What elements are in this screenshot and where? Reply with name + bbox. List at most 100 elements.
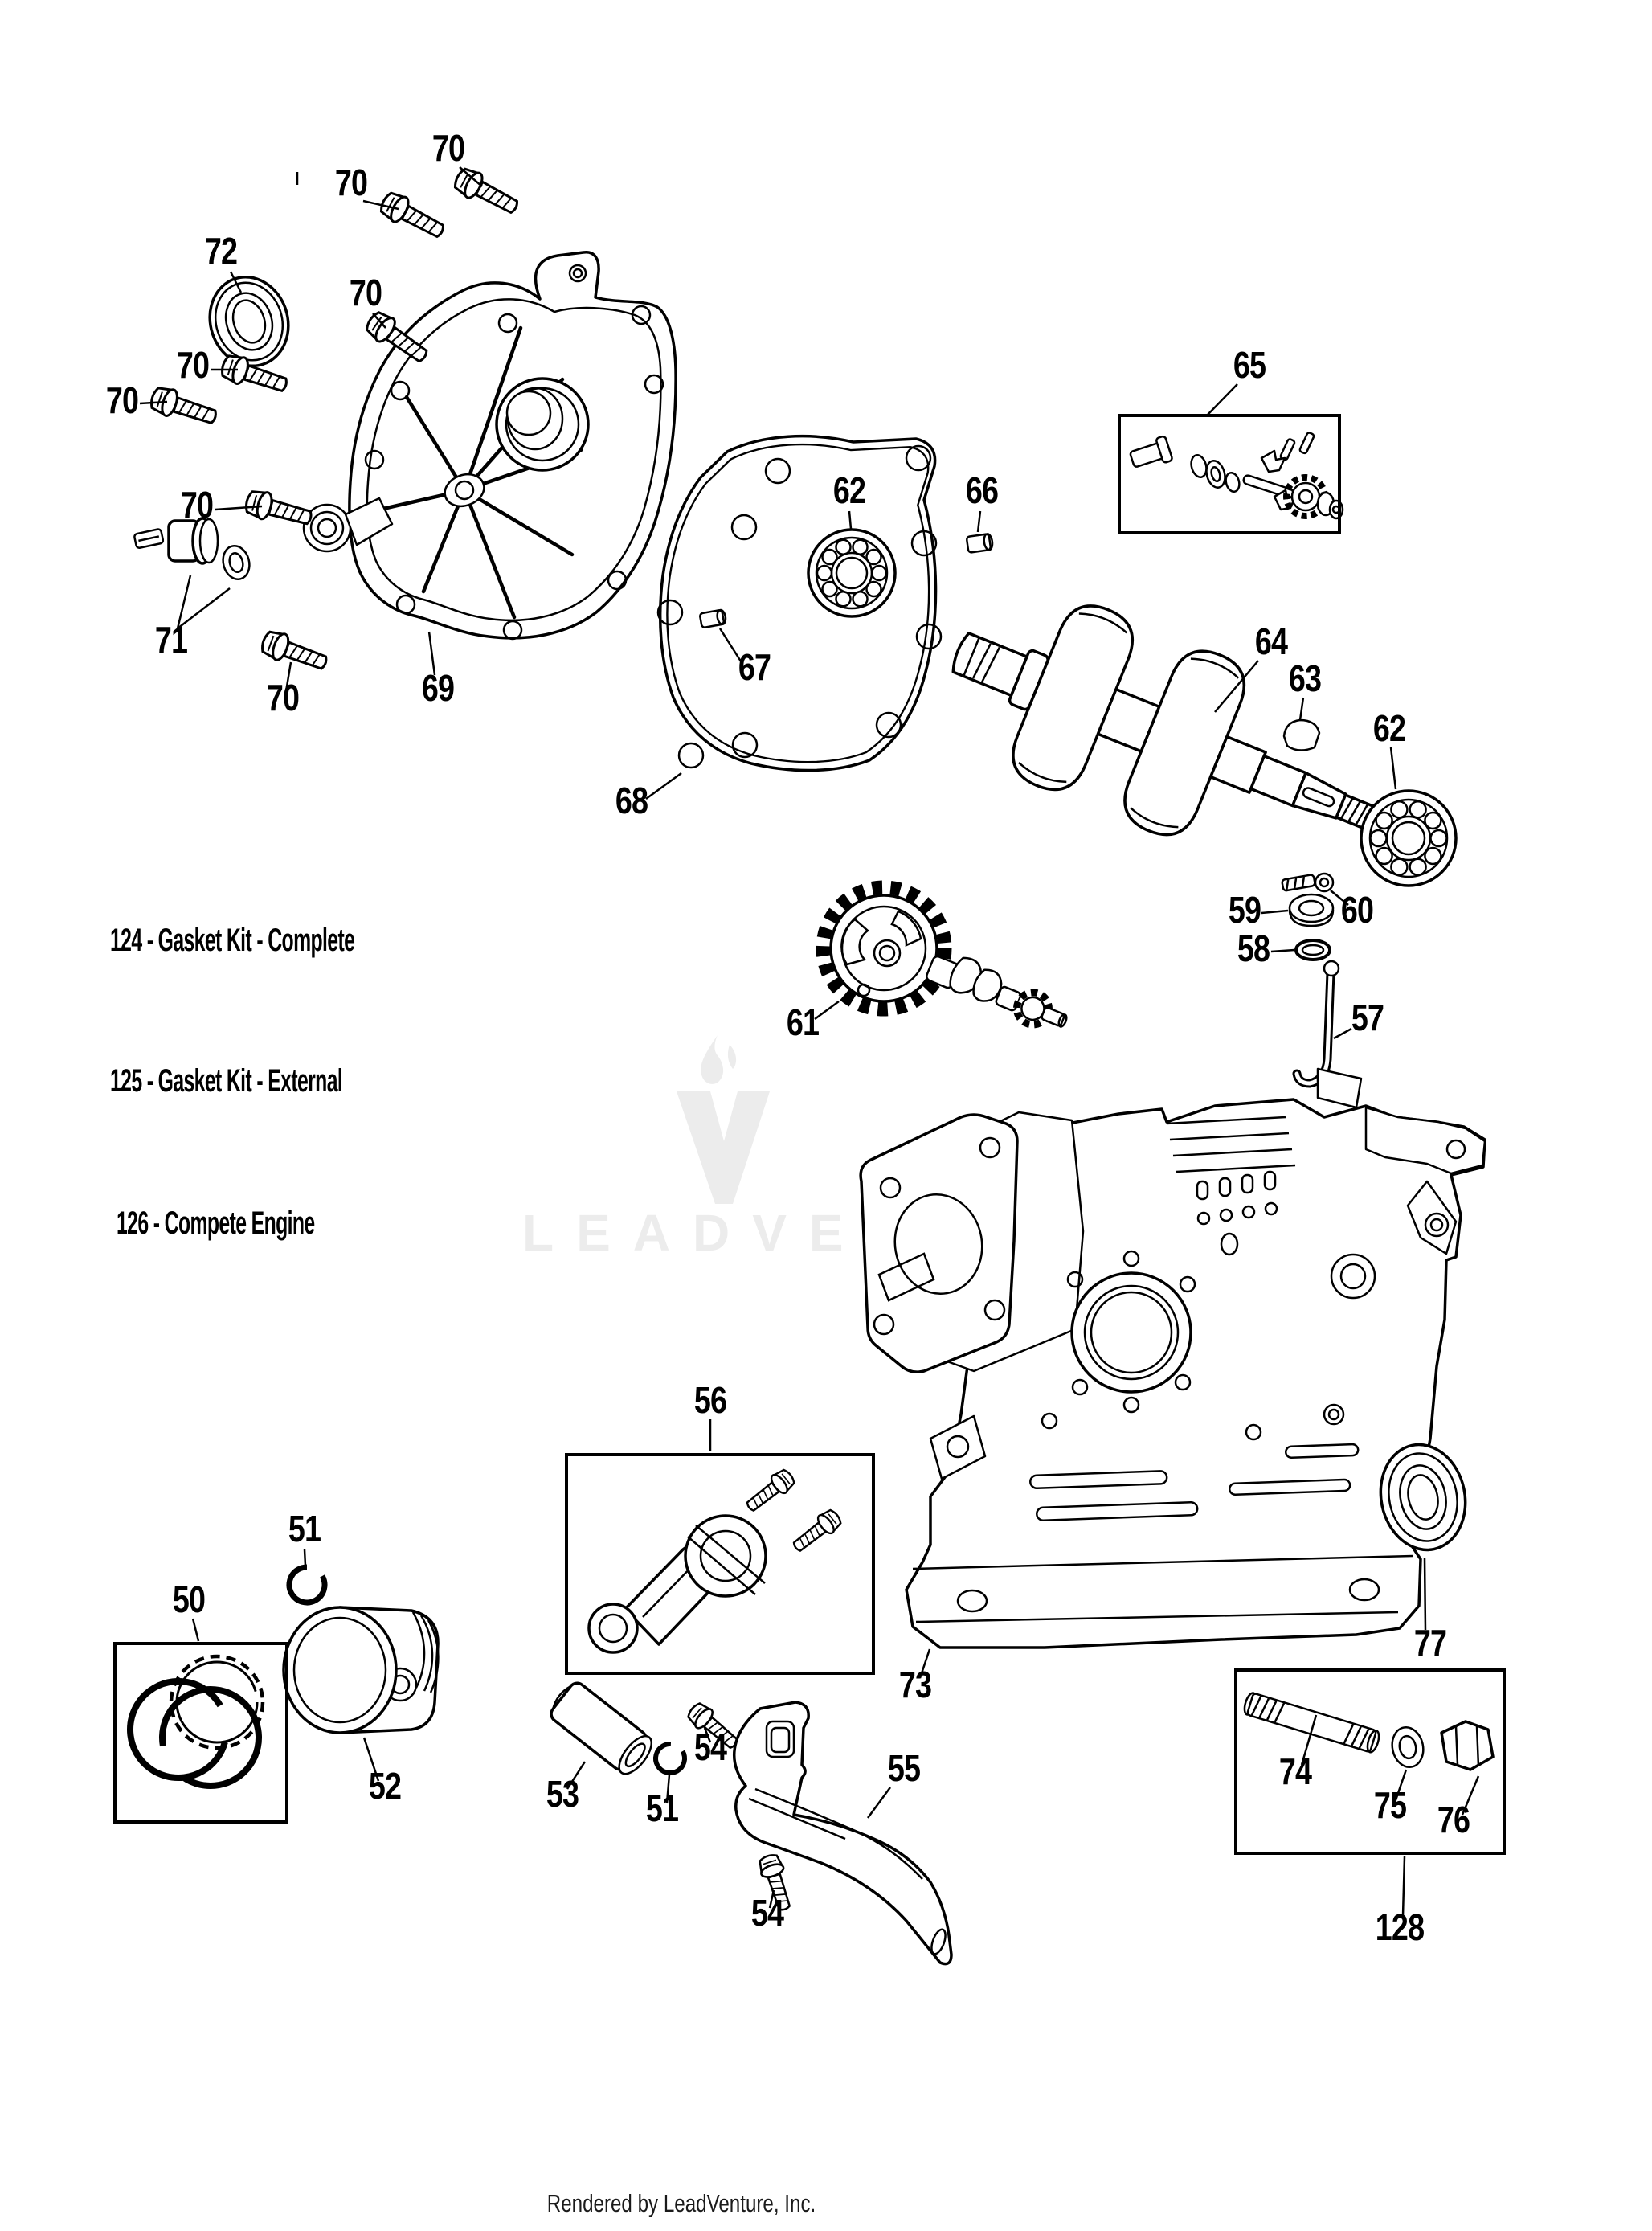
part-number-label: 54: [694, 1726, 728, 1767]
part-number-label: 61: [787, 1001, 820, 1042]
callout-70: 70: [267, 661, 300, 718]
leader-line: [362, 199, 399, 211]
part-number-label: 74: [1279, 1750, 1313, 1791]
block-stud-holes: [1196, 1170, 1278, 1256]
part-number-label: 70: [181, 484, 213, 525]
block-cooling-fins: [1166, 1116, 1296, 1173]
callout-58: 58: [1237, 927, 1295, 969]
callout-70: 70: [432, 127, 483, 187]
callout-65: 65: [1206, 344, 1266, 416]
leader-line: [459, 166, 483, 187]
part-number-label: 64: [1255, 620, 1289, 661]
callout-51: 51: [646, 1774, 679, 1829]
leader-line: [703, 1727, 712, 1743]
oil-slinger-drawing: [1288, 893, 1335, 927]
part-number-label: 70: [106, 379, 138, 420]
part-number-label: 70: [350, 272, 382, 313]
leader-line: [362, 1737, 380, 1782]
retaining-ring-drawing: [286, 1564, 687, 1775]
part-number-label: 67: [738, 646, 771, 687]
leader-line: [814, 1000, 840, 1021]
oil-seal-drawing: [208, 275, 290, 368]
gasket-hole: [656, 444, 943, 769]
crankcase-opening: [1070, 1271, 1192, 1394]
callout-53: 53: [546, 1761, 587, 1815]
connecting-rod-drawing: [587, 1465, 845, 1654]
callout-66: 66: [966, 469, 999, 533]
callout-69: 69: [422, 631, 455, 709]
part-number-label: 51: [288, 1508, 321, 1549]
callout-70: 70: [181, 484, 263, 526]
leader-line: [139, 400, 168, 405]
leader-line: [1401, 1856, 1406, 1917]
leader-line: [718, 628, 744, 665]
camshaft-drawing: [816, 880, 1068, 1029]
acorn-nut-drawing: [1440, 1720, 1495, 1771]
part-number-label: 77: [1414, 1622, 1446, 1663]
callout-63: 63: [1289, 657, 1322, 721]
crankshaft-keyway: [1302, 787, 1335, 808]
o-ring-drawing: [1294, 939, 1331, 961]
callout-70: 70: [177, 344, 238, 386]
crankcase-cover-drawing: [302, 251, 677, 641]
part-number-label: 52: [369, 1765, 401, 1806]
bearing-balls: [816, 538, 888, 608]
cover-bolt-hole: [364, 264, 664, 641]
callout-56: 56: [694, 1379, 727, 1451]
part-number-label: 70: [335, 162, 367, 203]
governor-gear-box-65: [1118, 414, 1341, 534]
callout-128: 128: [1376, 1856, 1425, 1948]
leader-line: [976, 510, 982, 533]
leader-line: [1330, 890, 1349, 906]
part-number-label: 65: [1233, 344, 1266, 385]
dowel-pin-drawing: [699, 608, 727, 628]
part-number-label: 68: [615, 780, 648, 821]
part-number-label: 59: [1229, 889, 1261, 930]
part-number-label: 128: [1376, 1906, 1425, 1947]
callout-74: 74: [1279, 1714, 1318, 1792]
crankcase-gasket-drawing: [656, 434, 943, 772]
leader-line: [866, 1787, 892, 1819]
leader-line: [1461, 1775, 1480, 1816]
callout-55: 55: [866, 1747, 921, 1819]
leader-line: [177, 587, 231, 629]
callout-70: 70: [335, 162, 399, 211]
callout-61: 61: [787, 1000, 840, 1043]
piston-ring-set-drawing: [127, 1654, 265, 1790]
part-number-label: 76: [1437, 1799, 1470, 1840]
leader-line: [768, 1889, 775, 1909]
stud-washer-drawing: [1391, 1725, 1425, 1769]
part-drawings: [127, 163, 1495, 1966]
leader-line: [191, 1618, 200, 1642]
leader-line: [1333, 1027, 1352, 1040]
oil-dipper-drawing: [1292, 960, 1363, 1109]
part-number-label: 73: [899, 1664, 931, 1705]
callout-67: 67: [718, 628, 771, 688]
connecting-rod-box-56: [565, 1453, 875, 1675]
part-number-label: 56: [694, 1379, 726, 1420]
callout-76: 76: [1437, 1775, 1480, 1840]
text-labels: 124 - Gasket Kit - Complete 125 - Gasket…: [110, 923, 816, 2217]
callout-60: 60: [1330, 889, 1374, 931]
leader-line: [1214, 660, 1259, 713]
callout-64: 64: [1214, 620, 1289, 713]
leader-line: [284, 661, 292, 692]
complete-engine-label: 126 - Compete Engine: [117, 1206, 315, 1241]
leader-line: [645, 772, 682, 800]
callout-72: 72: [205, 230, 243, 293]
stud-kit-drawing: [1243, 1692, 1495, 1771]
oil-drain-plug-drawing: [133, 517, 251, 580]
oil-seal-drawing: [1379, 1443, 1467, 1552]
reference-boxes: [113, 414, 1506, 1855]
leader-line: [1261, 909, 1289, 915]
leader-line: [229, 271, 243, 293]
oil-shield-drawing: [733, 1701, 953, 1966]
woodruff-key-drawing: [1282, 718, 1321, 751]
leader-line: [848, 510, 853, 530]
part-number-label: 70: [177, 344, 209, 385]
slinger-bolt-drawing: [1281, 872, 1335, 893]
rendered-by-footer: Rendered by LeadVenture, Inc.: [547, 2189, 816, 2217]
block-bracket-arm: [1364, 1106, 1486, 1175]
callout-75: 75: [1374, 1769, 1407, 1826]
